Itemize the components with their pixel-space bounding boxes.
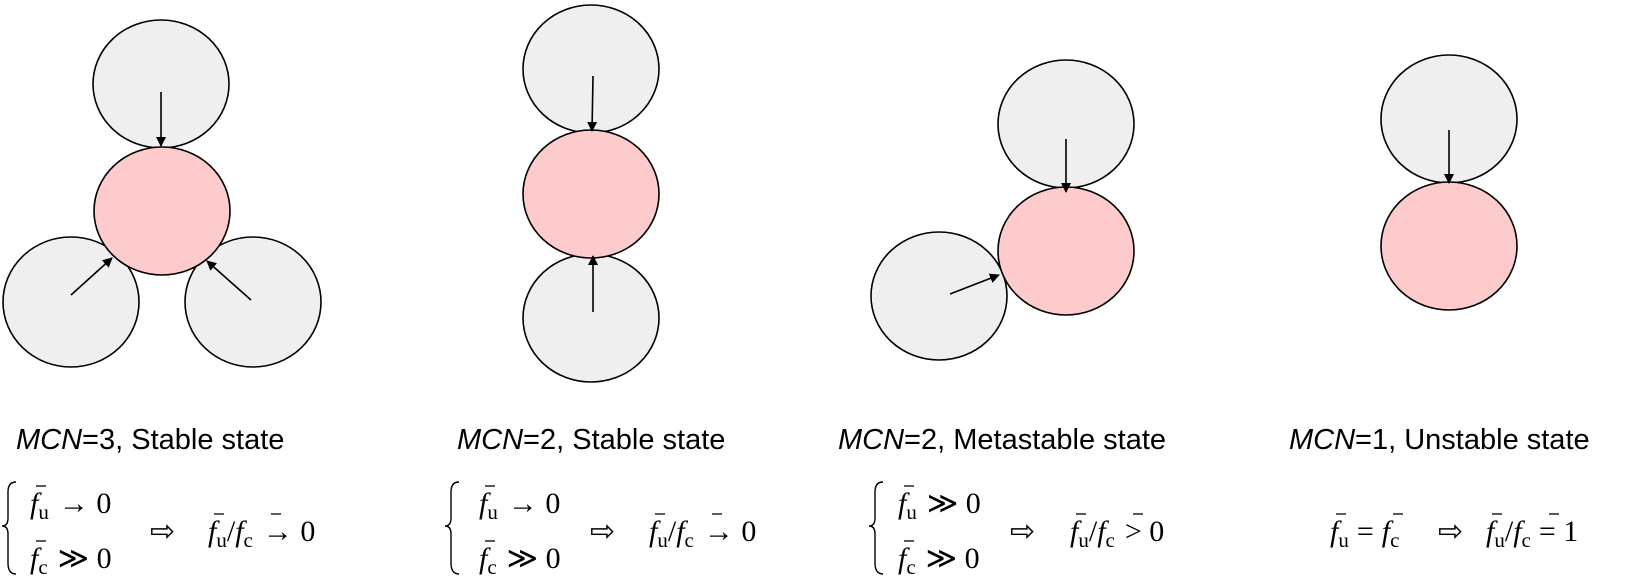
target-particle <box>1380 181 1518 311</box>
panel-mcn-1-unstable: MCN=1, Unstable state fu=fc ⇨ fu/fc= 1 <box>1289 54 1590 552</box>
neighbor-particle-left <box>870 231 1008 361</box>
ratio-result: fu/fc> 0 <box>1070 513 1164 552</box>
ratio-result: fu/fc→ 0 <box>649 513 756 552</box>
condition-fc: fc≫ 0 <box>30 540 112 579</box>
target-particle <box>522 129 660 259</box>
left-brace <box>1 481 17 575</box>
state-label: MCN=3, Stable state <box>16 424 284 456</box>
svg-text:fc≫ 0: fc≫ 0 <box>479 542 561 579</box>
svg-text:fu/fc→ 0: fu/fc→ 0 <box>649 515 756 552</box>
target-particle <box>93 146 231 276</box>
contact-force-arrow-right <box>206 260 252 301</box>
ratio-result: fu/fc→ 0 <box>208 513 315 552</box>
ratio-result: fu/fc= 1 <box>1486 513 1578 552</box>
svg-text:fu=fc: fu=fc <box>1330 515 1399 552</box>
neighbor-particle-bottom-right <box>184 236 322 368</box>
contact-force-arrow-top <box>587 75 598 132</box>
state-label: MCN=1, Unstable state <box>1289 424 1590 456</box>
svg-text:fc≫ 0: fc≫ 0 <box>30 542 112 579</box>
contact-force-arrow-left <box>949 273 1000 295</box>
target-particle <box>997 186 1135 316</box>
implies-arrow: ⇨ <box>590 515 615 548</box>
svg-text:fu→ 0: fu→ 0 <box>30 487 111 524</box>
condition-fu: fu≫ 0 <box>898 485 981 524</box>
svg-text:fu/fc→ 0: fu/fc→ 0 <box>208 515 315 552</box>
neighbor-particle-top <box>522 4 660 134</box>
neighbor-particle-bottom <box>522 253 660 383</box>
implies-arrow: ⇨ <box>150 515 175 548</box>
left-brace <box>444 481 460 575</box>
implies-arrow: ⇨ <box>1010 515 1035 548</box>
panel-mcn-3: MCN=3, Stable state fu→ 0 fc≫ 0 ⇨ fu/fc→… <box>1 19 322 579</box>
condition-fu: fu→ 0 <box>30 485 111 524</box>
panel-mcn-2-stable: MCN=2, Stable state fu→ 0 fc≫ 0 ⇨ fu/fc→… <box>444 4 756 579</box>
state-label: MCN=2, Stable state <box>457 424 725 456</box>
condition-fc: fc≫ 0 <box>479 540 561 579</box>
svg-text:fu→ 0: fu→ 0 <box>479 487 560 524</box>
state-label: MCN=2, Metastable state <box>838 424 1166 456</box>
svg-text:fu/fc> 0: fu/fc> 0 <box>1070 515 1164 552</box>
implies-arrow: ⇨ <box>1438 515 1463 548</box>
svg-text:fc≫ 0: fc≫ 0 <box>898 542 980 579</box>
neighbor-particle-bottom-left <box>2 236 140 368</box>
condition-fc: fc≫ 0 <box>898 540 980 579</box>
panel-mcn-2-metastable: MCN=2, Metastable state fu≫ 0 fc≫ 0 ⇨ fu… <box>838 59 1166 579</box>
contact-force-arrow-left <box>70 257 113 296</box>
equality-condition: fu=fc <box>1330 513 1403 552</box>
left-brace <box>868 481 884 575</box>
svg-text:fu/fc= 1: fu/fc= 1 <box>1486 515 1578 552</box>
svg-text:fu≫ 0: fu≫ 0 <box>898 487 981 524</box>
condition-fu: fu→ 0 <box>479 485 560 524</box>
